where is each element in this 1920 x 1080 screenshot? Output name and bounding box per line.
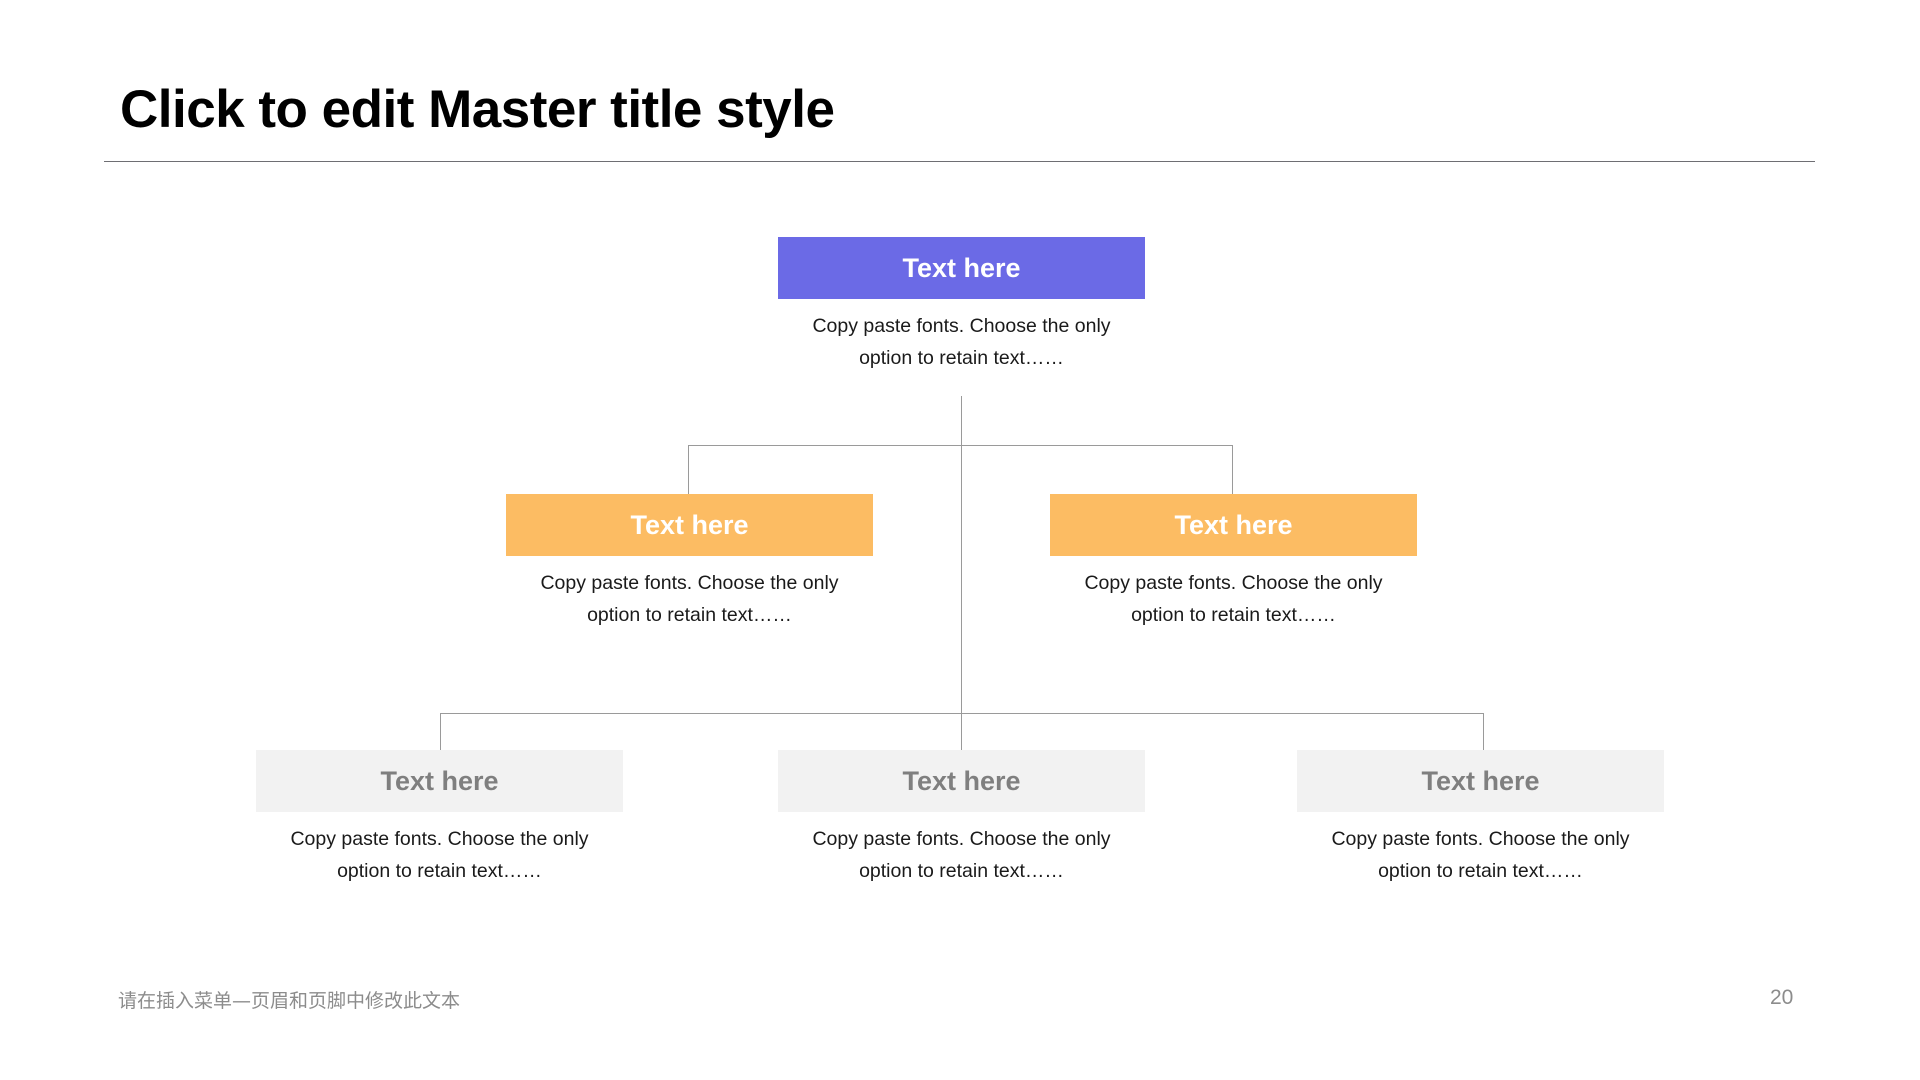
connector-trunk-vertical [961,396,962,750]
connector-lower-right-drop [1483,713,1484,750]
connector-lower-left-drop [440,713,441,750]
node-description[interactable]: Copy paste fonts. Choose the only option… [290,828,589,882]
title-divider [104,161,1815,162]
node-description[interactable]: Copy paste fonts. Choose the only option… [540,572,839,626]
footer-placeholder-text[interactable]: 请在插入菜单—页眉和页脚中修改此文本 [118,990,461,1012]
page-title[interactable]: Click to edit Master title style [120,80,835,139]
node-description[interactable]: Copy paste fonts. Choose the only option… [812,315,1111,369]
connector-upper-right-drop [1232,445,1233,494]
node-level1-1[interactable]: Text here Copy paste fonts. Choose the o… [778,237,1145,374]
node-label[interactable]: Text here [778,237,1145,299]
node-description[interactable]: Copy paste fonts. Choose the only option… [812,828,1111,882]
node-level3-1[interactable]: Text here Copy paste fonts. Choose the o… [256,750,623,887]
node-label[interactable]: Text here [506,494,873,556]
slide-number: 20 [1770,986,1794,1009]
node-level3-2[interactable]: Text here Copy paste fonts. Choose the o… [778,750,1145,887]
connector-lower-horizontal [440,713,1483,714]
node-label[interactable]: Text here [778,750,1145,812]
node-level2-1[interactable]: Text here Copy paste fonts. Choose the o… [506,494,873,631]
node-description[interactable]: Copy paste fonts. Choose the only option… [1084,572,1383,626]
node-label[interactable]: Text here [1050,494,1417,556]
node-level2-2[interactable]: Text here Copy paste fonts. Choose the o… [1050,494,1417,631]
node-level3-3[interactable]: Text here Copy paste fonts. Choose the o… [1297,750,1664,887]
node-label[interactable]: Text here [256,750,623,812]
node-description[interactable]: Copy paste fonts. Choose the only option… [1331,828,1630,882]
connector-upper-left-drop [688,445,689,494]
node-label[interactable]: Text here [1297,750,1664,812]
connector-upper-horizontal [688,445,1233,446]
